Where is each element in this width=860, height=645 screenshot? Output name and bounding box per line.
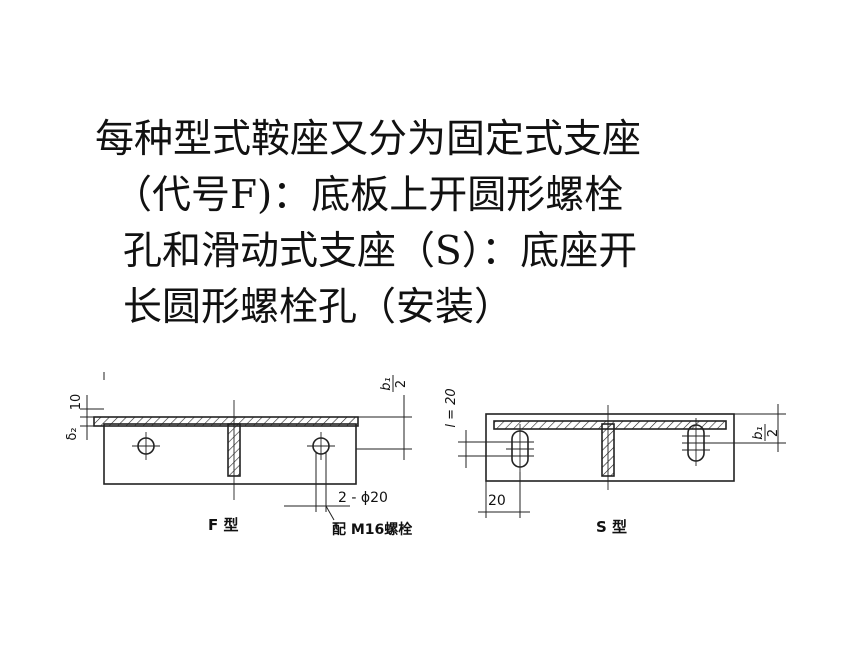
s-type-caption: S 型 — [596, 518, 627, 536]
f-bolt-note: 配 M16螺栓 — [332, 521, 412, 538]
heading-line-1: 每种型式鞍座又分为固定式支座 — [95, 117, 642, 162]
f-type-caption: F 型 — [208, 516, 238, 534]
f-thickness-label: 10 — [69, 394, 84, 411]
f-thickness-dimension — [80, 372, 105, 440]
heading-line-4: 长圆形螺栓孔（安装） — [123, 285, 514, 330]
s-slot-length-dimension — [458, 430, 512, 468]
f-type-figure — [80, 372, 412, 521]
f-top-plate — [93, 416, 359, 427]
s-half-width-dimension — [710, 404, 786, 452]
s-slot-hole-left — [506, 424, 534, 472]
heading-line-3: 孔和滑动式支座（S）：底座开 — [123, 229, 638, 274]
s-width-dimension — [478, 472, 530, 518]
f-hole-dimension — [284, 452, 350, 521]
f-half-width-denominator: 2 — [394, 380, 409, 388]
s-base-plate — [485, 413, 735, 482]
s-slot-hole-right — [682, 418, 710, 466]
f-bolt-hole-right — [307, 432, 335, 460]
heading-line-2: （代号F)：底板上开圆形螺栓 — [113, 173, 624, 218]
s-half-width-denominator: 2 — [766, 429, 781, 437]
f-half-width-dimension — [356, 395, 412, 460]
s-slot-length-label: l = 20 — [444, 388, 459, 427]
s-width-label: 20 — [488, 493, 506, 509]
f-half-width-numerator: b₁ — [379, 377, 394, 390]
f-bolt-hole-left — [132, 432, 160, 460]
f-delta-label: δ₂ — [65, 427, 80, 440]
s-type-figure — [458, 404, 786, 518]
s-half-width-numerator: b₁ — [751, 426, 766, 439]
f-holes-label: 2 - ϕ20 — [338, 490, 388, 506]
